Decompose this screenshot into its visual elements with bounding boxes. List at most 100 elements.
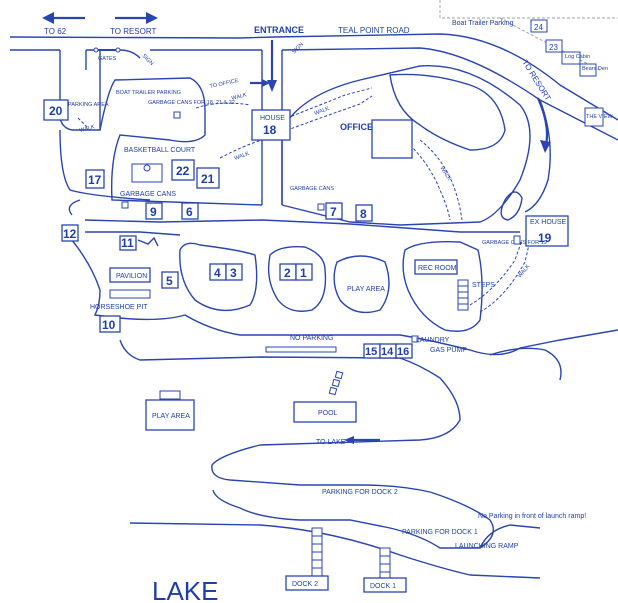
site-23-number: 23 [549,43,558,52]
parking-area-label: PARKING AREA [68,102,109,108]
to-lake-label: TO LAKE [316,439,346,446]
site-4-number: 4 [214,266,221,280]
site-1-box [295,263,313,281]
lake-label: LAKE [152,576,219,603]
site-8-box [355,204,373,222]
site-11-path [137,236,159,247]
launching-ramp-label: LAUNCHING RAMP [455,543,519,550]
steps-label: STEPS [472,282,495,289]
garbage-cans-label-2: GARBAGE CANS [290,186,334,192]
site-5-number: 5 [166,274,173,288]
sign-label-1: SIGN [141,53,155,67]
garbage-cans-label-1: GARBAGE CANS [120,191,176,198]
play-area-label-2: PLAY AREA [152,413,190,420]
site-9-box [145,202,163,220]
site-19-number: 19 [538,231,552,245]
site-18-number: 18 [263,123,277,137]
garbage-can-icon [317,203,325,211]
site-14-number: 14 [381,346,394,358]
site-2-number: 2 [284,266,291,280]
dock-2-walkway [311,527,323,577]
teal-point-road-label: TEAL POINT ROAD [338,26,410,35]
garbage-can-icon [121,201,129,209]
entrance-label: ENTRANCE [254,25,304,35]
house-18-box [251,109,291,141]
play-area-box [145,399,195,431]
site-22-box [171,159,195,181]
parking-dock-2-label: PARKING FOR DOCK 2 [322,489,398,496]
no-parking-ramp-label: No Parking in front of launch ramp! [478,513,586,520]
site-10-number: 10 [102,318,116,332]
the-view-label: THE VIEW [586,114,613,120]
gates-label: GATES [98,56,117,62]
basketball-hoop-icon [143,164,151,172]
site-23-box [545,39,563,53]
walk-label-5: WALK [234,151,251,162]
horseshoe-pit-label: HORSESHOE PIT [90,304,148,311]
site-3-number: 3 [230,266,237,280]
site-16-number: 16 [397,346,409,358]
pool-steps-icon [328,370,344,396]
site-12-box [61,224,79,242]
rec-room-box [414,259,458,275]
gates-icon [93,47,121,53]
no-parking-label: NO PARKING [290,335,333,342]
to-office-label: TO OFFICE [209,78,239,90]
office-box [371,119,413,159]
pool-box [293,401,357,423]
house-label: HOUSE [260,115,285,122]
to-resort-right-label: TO RESORT [520,58,552,102]
play-area-marker [159,390,181,400]
garbage-cans-18-21-22-label: GARBAGE CANS FOR 18, 21 & 22 [148,100,235,106]
site-5-box [161,271,179,289]
ex-house-label: EX HOUSE [530,219,567,226]
pavilion-box [109,267,151,283]
office-label: OFFICE [340,122,373,132]
site-3-box [225,263,243,281]
site-12-number: 12 [63,227,77,241]
bears-den-box [579,63,597,77]
site-17-number: 17 [88,173,102,187]
boat-trailer-parking-label: BOAT TRAILER PARKING [116,90,181,96]
site-24-number: 24 [534,23,543,32]
site-24-box [530,19,548,33]
walk-label-4: WALK [438,166,452,182]
play-area-label-1: PLAY AREA [347,286,385,293]
pavilion-label: PAVILION [116,273,147,280]
laundry-label: LAUNDRY [416,337,450,344]
basketball-court-box [131,163,163,183]
to-resort-label: TO RESORT [110,27,156,36]
walk-label-3: WALK [314,106,331,117]
basketball-court-label: BASKETBALL COURT [124,147,196,154]
site-11-number: 11 [121,236,134,250]
walk-label-1: WALK [79,124,96,134]
site-16-box [395,343,413,359]
log-cabin-box [561,51,581,65]
site-21-number: 21 [201,172,215,186]
the-view-box [584,107,604,127]
dock-2-box [285,575,329,591]
site-8-number: 8 [360,207,367,221]
site-20-box [43,99,69,121]
dock-1-walkway [379,547,391,579]
no-parking-strip [265,346,337,353]
site-9-number: 9 [150,205,157,219]
walks [77,0,618,313]
walk-label-2: WALK [231,92,248,102]
site-1-number: 1 [300,266,307,280]
site-10-box [99,315,121,333]
site-7-box [325,202,343,220]
direction-arrows [42,12,551,444]
site-20-number: 20 [49,104,63,118]
garbage-can-icon [173,111,181,119]
site-7-number: 7 [330,205,337,219]
steps-icon [457,279,469,311]
ex-house-19-box [525,215,569,247]
site-6-number: 6 [186,205,193,219]
laundry-icon [411,335,419,343]
site-21-box [196,167,220,189]
boat-trailer-parking-top-label: Boat Trailer Parking [452,20,514,27]
site-6-box [181,202,199,220]
horseshoe-pit-box [109,289,151,299]
